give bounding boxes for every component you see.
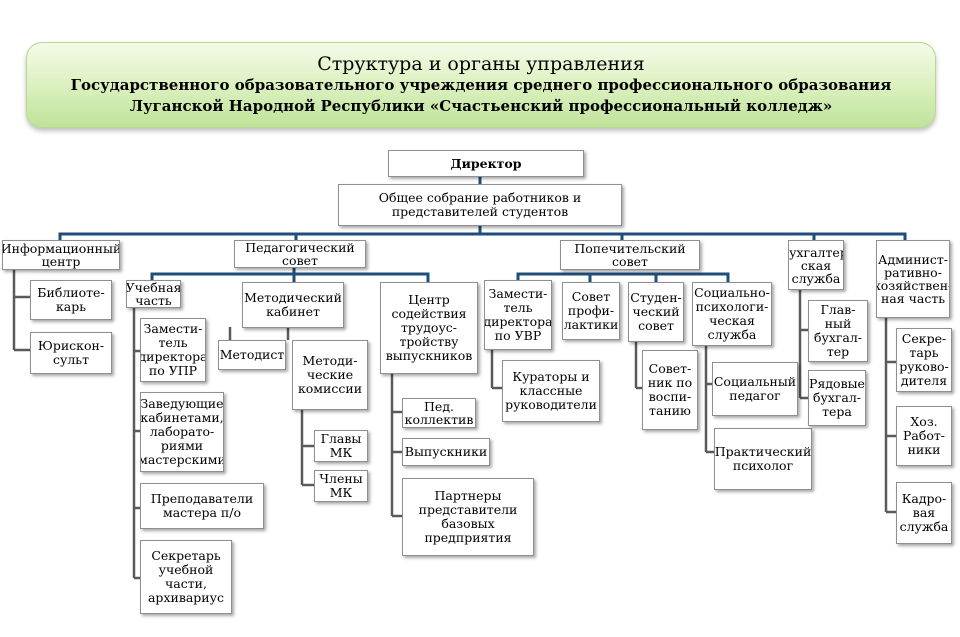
node-academic-part: Учебная часть — [126, 280, 181, 308]
node-deputy-upr: Замести-тель директора по УПР — [140, 318, 206, 382]
node-hr-service: Кадро-вая служба — [896, 482, 952, 544]
node-ped-council: Педагогический совет — [234, 240, 366, 268]
node-student-council: Студен-ческий совет — [628, 282, 684, 342]
node-heads-mk: Главы МК — [314, 430, 368, 462]
node-heads-labs: Заведующие кабинетами, лаборато-риями ма… — [140, 392, 224, 472]
node-social-service: Социально-психологи-ческая служба — [692, 282, 772, 346]
node-graduates: Выпускники — [402, 438, 490, 466]
node-chief-accountant: Глав-ный бухгал-тер — [808, 300, 868, 362]
node-accountants: Рядовые бухгал-тера — [808, 370, 866, 426]
node-admin-part: Админист-ративно-хозяйствен-ная часть — [876, 240, 950, 318]
node-methodist: Методист — [218, 340, 286, 370]
node-secretary-head: Секре-тарь руково-дителя — [896, 328, 952, 392]
node-maintenance: Хоз. Работ-ники — [896, 406, 952, 466]
node-prevention-council: Совет профи-лактики — [562, 282, 620, 340]
node-accounting: Бухгалтер-ская служба — [788, 240, 844, 290]
node-trustees: Попечительский совет — [560, 240, 700, 270]
node-employment-center: Центр содействия трудоус-тройству выпуск… — [380, 282, 478, 374]
node-librarian: Библиоте-карь — [30, 280, 112, 320]
node-members-mk: Члены МК — [314, 470, 368, 502]
node-curators: Кураторы и классные руководители — [502, 360, 600, 422]
node-methodical-office: Методический кабинет — [242, 282, 344, 328]
node-social-pedagogue: Социальный педагог — [712, 362, 798, 416]
node-method-commissions: Методи-ческие комиссии — [292, 340, 368, 410]
node-partners: Партнеры представители базовых предприят… — [402, 478, 534, 556]
node-director: Директор — [388, 150, 584, 177]
node-info-center: Информационный центр — [2, 240, 120, 270]
node-lawyer: Юрискон-сульт — [30, 332, 112, 374]
node-secretary-academic: Секретарь учебной части, архивариус — [140, 540, 232, 614]
node-ped-collective: Пед. коллектив — [402, 398, 476, 428]
node-teachers: Преподаватели мастера п/о — [140, 483, 264, 529]
node-practical-psychologist: Практический психолог — [714, 428, 812, 490]
node-education-advisor: Совет-ник по воспи-танию — [642, 350, 698, 430]
diagram-header: Структура и органы управления Государств… — [26, 42, 936, 128]
node-general-meeting: Общее собрание работников и представител… — [338, 184, 622, 226]
diagram-title: Структура и органы управления — [317, 53, 645, 75]
diagram-subtitle: Государственного образовательного учрежд… — [70, 76, 892, 115]
node-deputy-uvr: Замести-тель директора по УВР — [484, 280, 552, 350]
